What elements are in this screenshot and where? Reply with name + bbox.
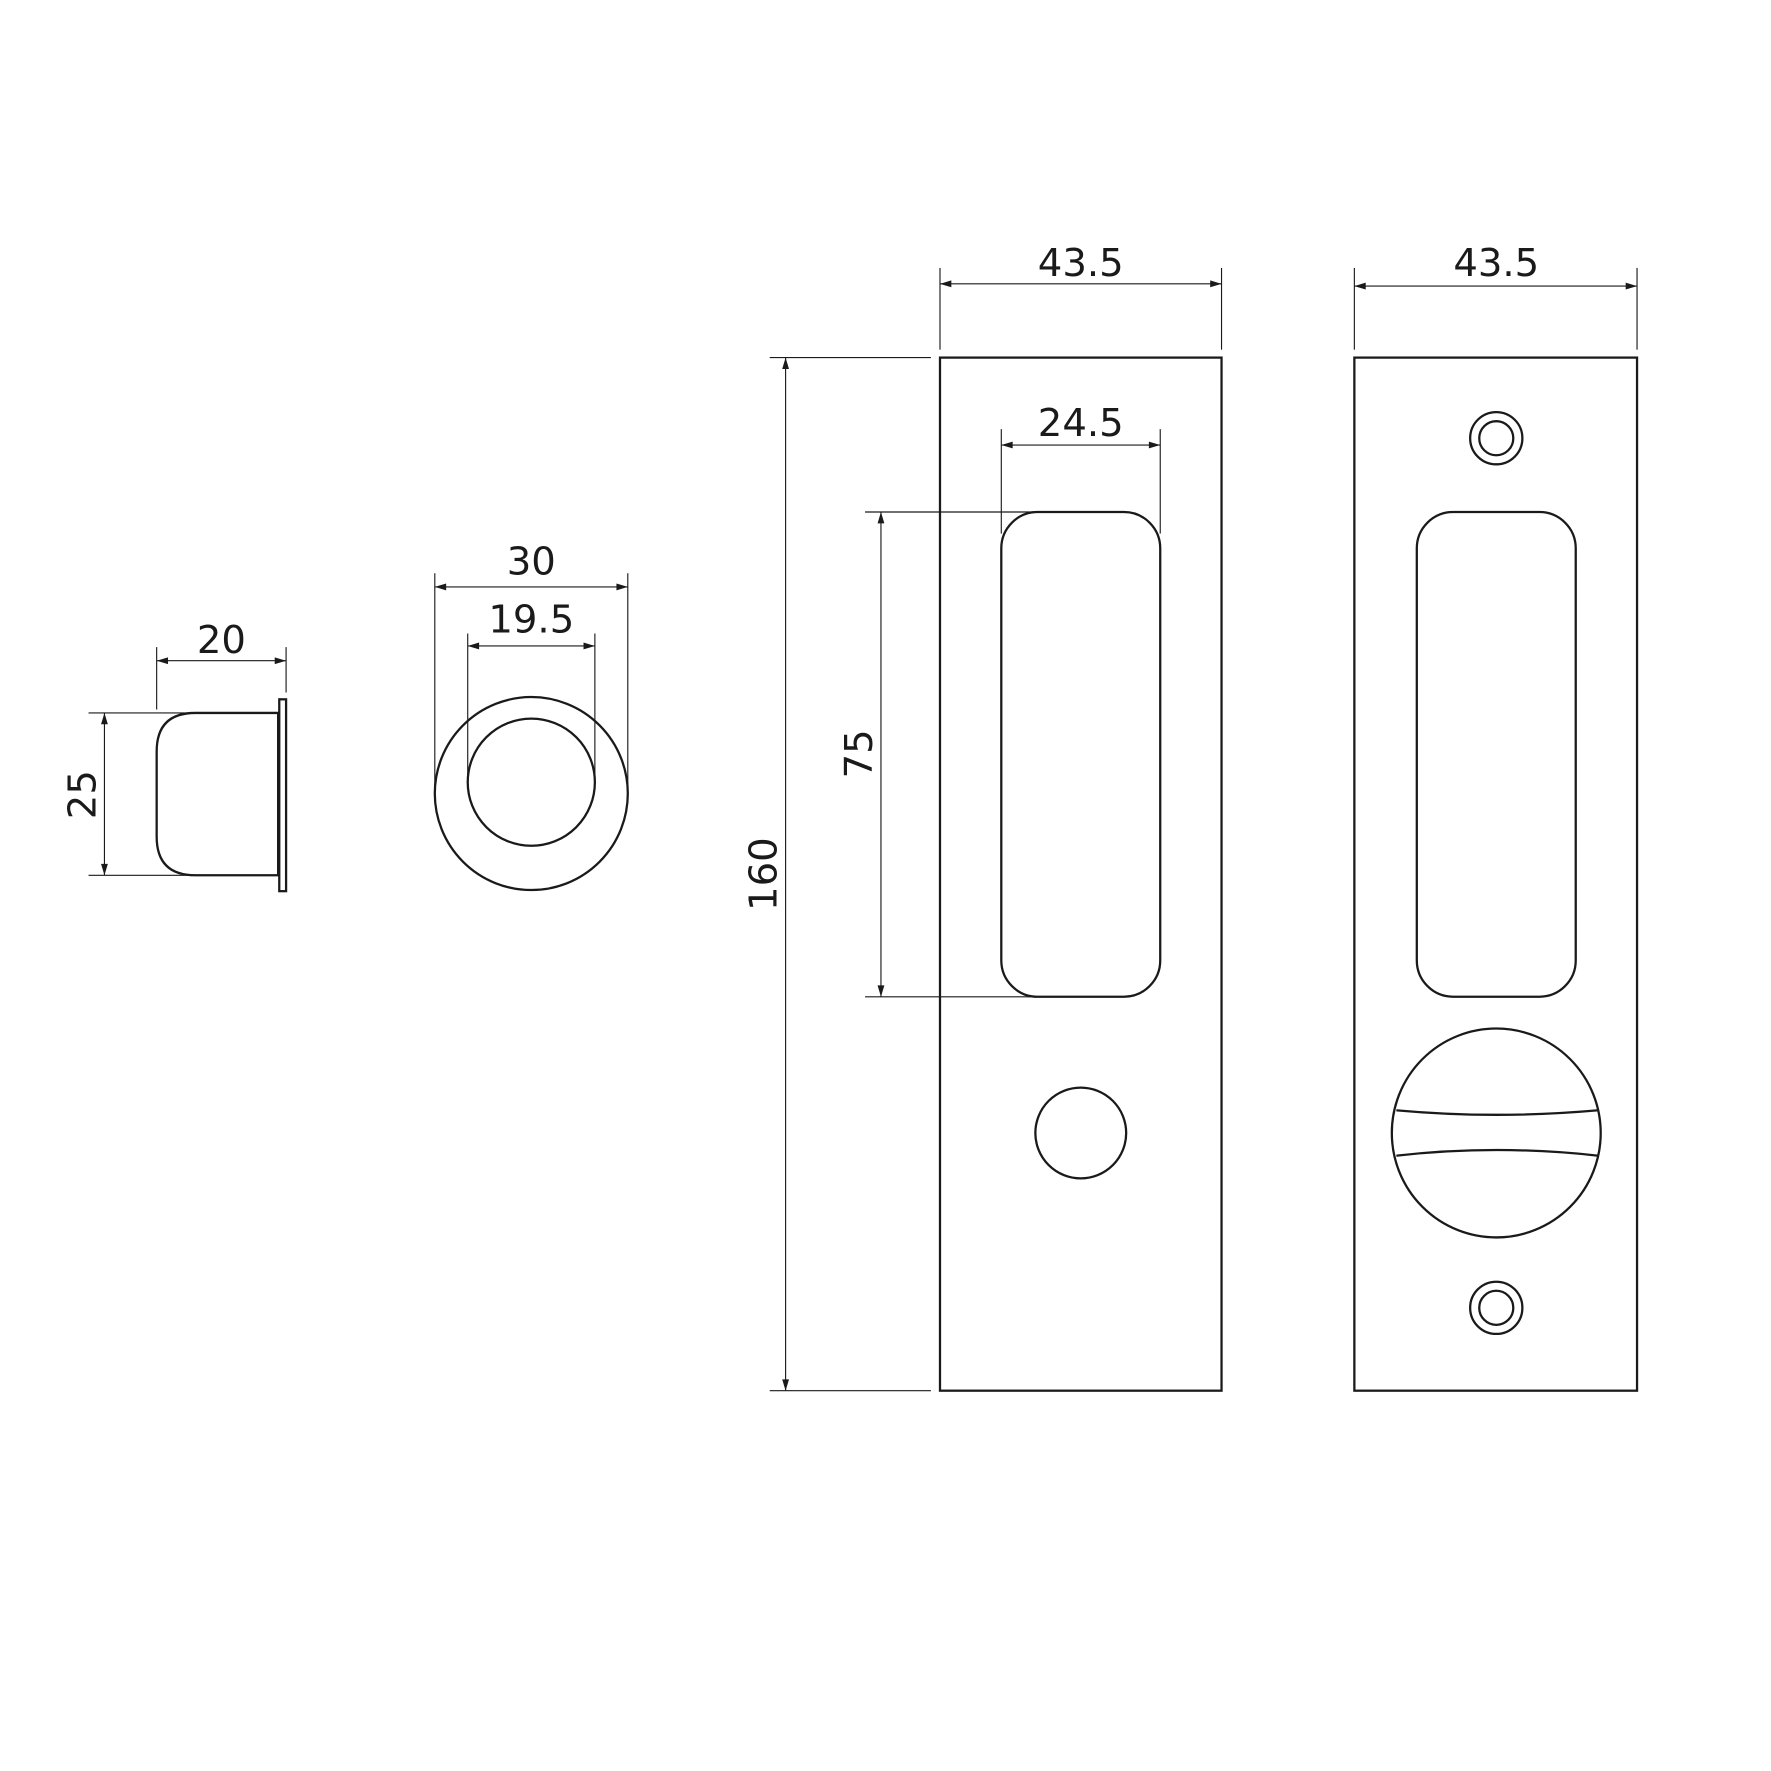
plate-front-dimensioned: 43.5 24.5 75 160 (742, 241, 1223, 1392)
ring-outer-diameter-label: 30 (507, 539, 556, 584)
cup-depth-label: 20 (197, 618, 246, 663)
recess-height-label: 75 (837, 729, 882, 778)
thumbturn (1390, 1027, 1602, 1239)
cup-side-view: 20 25 (60, 618, 288, 893)
plate-height-label: 160 (742, 837, 787, 911)
ring-front-view: 30 19.5 (433, 539, 629, 892)
ring-inner-diameter-label: 19.5 (488, 597, 574, 642)
plate-width-label: 43.5 (1038, 241, 1124, 286)
recess-width-label: 24.5 (1038, 401, 1124, 446)
plate-width-label-right: 43.5 (1453, 241, 1539, 286)
plate-front-thumbturn: 43.5 (1353, 241, 1639, 1392)
cup-height-label: 25 (60, 770, 105, 819)
